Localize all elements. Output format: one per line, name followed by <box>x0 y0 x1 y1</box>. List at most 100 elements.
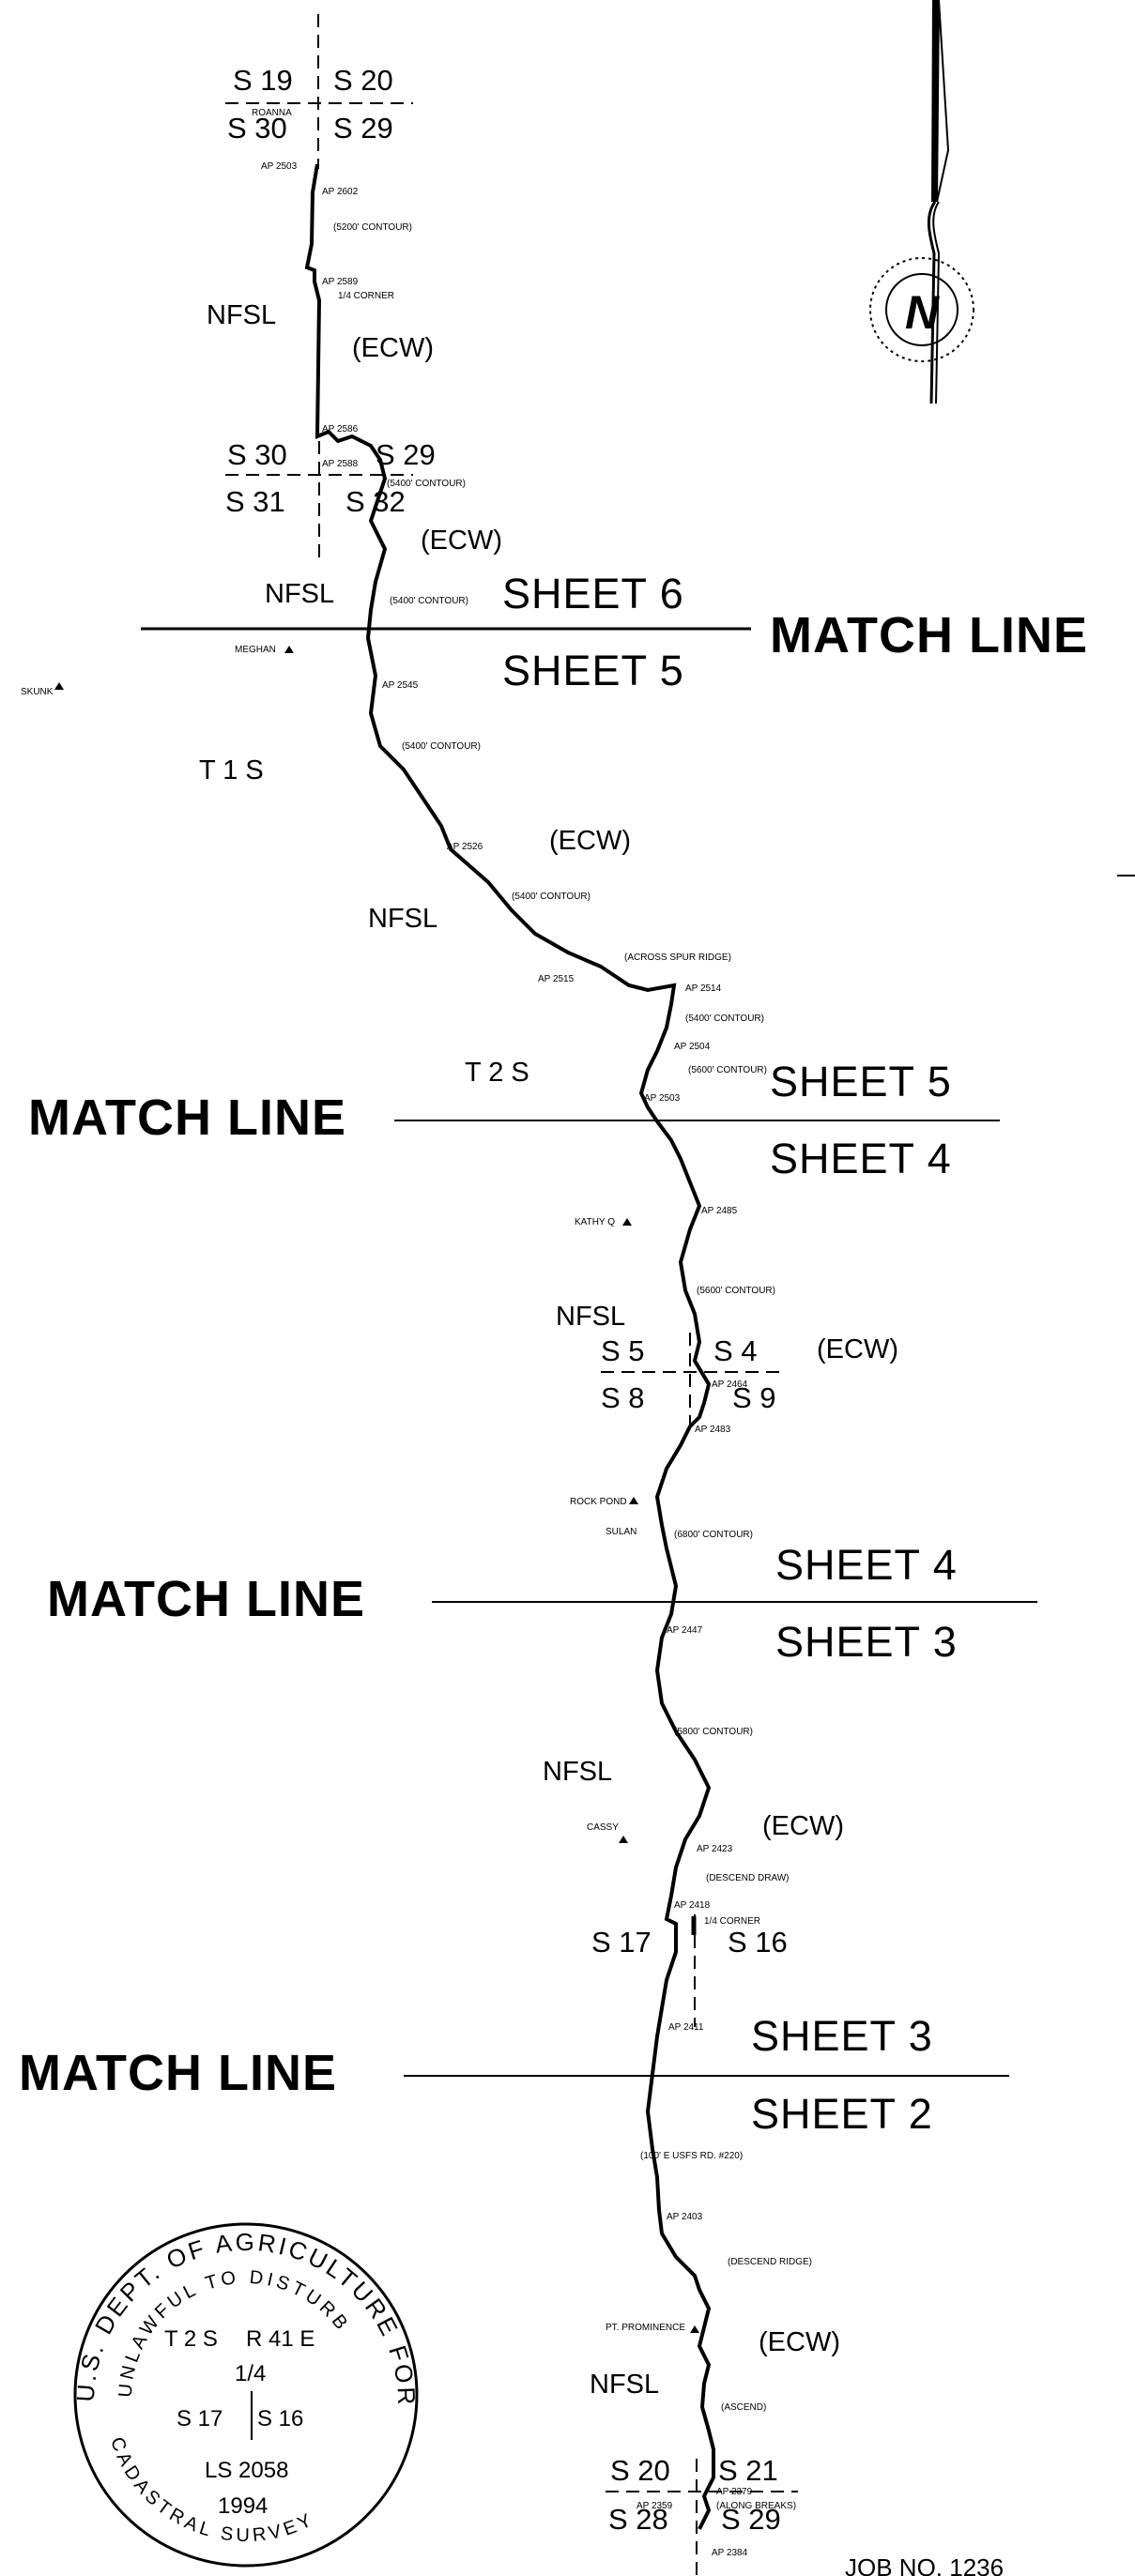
section-label: S 5 <box>601 1334 645 1367</box>
section-label: S 19 <box>233 64 293 97</box>
annotation: (ASCEND) <box>721 2402 766 2413</box>
nfsl-label: NFSL <box>543 1757 612 1787</box>
sheet-4-label-b: SHEET 4 <box>775 1541 958 1589</box>
landmark-skunk: SKUNK <box>21 687 54 697</box>
annotation: (5200' CONTOUR) <box>333 222 412 233</box>
annotation: (5400' CONTOUR) <box>685 1014 764 1024</box>
angle-point-labels: AP 2503 AP 2602 AP 2589 AP 2586 AP 2588 … <box>261 161 753 2558</box>
section-label: S 21 <box>718 2454 778 2487</box>
section-label: S 29 <box>376 438 436 471</box>
angle-point: AP 2483 <box>695 1425 731 1435</box>
angle-point: AP 2418 <box>674 1900 711 1911</box>
ecw-label: (ECW) <box>549 826 631 856</box>
section-label: S 4 <box>713 1334 758 1367</box>
section-label: S 30 <box>227 438 287 471</box>
section-label: S 31 <box>225 485 285 518</box>
seal-s16: S 16 <box>257 2406 303 2431</box>
angle-point: AP 2514 <box>685 983 722 994</box>
sheet-3-label-a: SHEET 3 <box>775 1618 958 1666</box>
seal-range: R 41 E <box>246 2326 314 2352</box>
angle-point: AP 2384 <box>712 2548 748 2558</box>
angle-point: AP 2379 <box>716 2487 753 2497</box>
ecw-label: (ECW) <box>352 333 434 363</box>
area-labels: NFSL NFSL NFSL NFSL NFSL NFSL (ECW) (ECW… <box>199 300 898 2400</box>
annotation: (5600' CONTOUR) <box>697 1286 775 1296</box>
sheet-5-label-a: SHEET 5 <box>502 647 684 694</box>
sheet-2-label: SHEET 2 <box>751 2090 933 2138</box>
angle-point: AP 2589 <box>322 277 359 287</box>
angle-point: AP 2359 <box>637 2501 673 2511</box>
angle-point: AP 2504 <box>674 1042 711 1052</box>
section-label: S 16 <box>728 1926 788 1959</box>
section-labels-mid3: S 17 S 16 <box>591 1926 788 1959</box>
annotation: (5400' CONTOUR) <box>402 741 481 752</box>
township-label: T 1 S <box>199 755 264 785</box>
annotation: (ALONG BREAKS) <box>716 2501 796 2511</box>
seal-township: T 2 S <box>164 2326 218 2352</box>
angle-point: AP 2503 <box>644 1093 681 1104</box>
section-lines <box>225 14 798 2576</box>
section-label: S 29 <box>721 2503 781 2536</box>
angle-point: AP 2602 <box>322 187 359 197</box>
landmark-kathy: KATHY Q <box>575 1217 615 1227</box>
match-line-label-3: MATCH LINE <box>47 1571 365 1627</box>
match-line-label-1: MATCH LINE <box>770 607 1088 663</box>
angle-point: AP 2588 <box>322 459 359 469</box>
angle-point: AP 2586 <box>322 424 359 434</box>
angle-point: AP 2423 <box>697 1844 733 1854</box>
annotation: (5400' CONTOUR) <box>387 479 466 489</box>
annotation: (6800' CONTOUR) <box>674 1530 753 1540</box>
roanna-label: ROANNA <box>252 108 292 118</box>
landmark-markers <box>54 646 699 2333</box>
nfsl-label: NFSL <box>207 300 276 330</box>
section-label: S 20 <box>610 2454 670 2487</box>
landmark-meghan: MEGHAN <box>235 645 276 655</box>
nfsl-label: NFSL <box>265 579 334 609</box>
annotation: (5400' CONTOUR) <box>390 596 468 606</box>
seal-s17: S 17 <box>176 2406 222 2431</box>
landmark-sulan: SULAN <box>606 1527 637 1537</box>
landmark-labels: MEGHAN SKUNK KATHY Q ROCK POND SULAN CAS… <box>21 291 760 2333</box>
quarter-corner-label: 1/4 CORNER <box>704 1916 760 1927</box>
landmark-cassy: CASSY <box>587 1822 619 1833</box>
annotation: (100' E USFS RD. #220) <box>640 2151 743 2161</box>
annotation: (DESCEND RIDGE) <box>728 2257 812 2267</box>
sheet-6-label: SHEET 6 <box>502 570 684 617</box>
annotation: (5400' CONTOUR) <box>512 892 591 902</box>
angle-point: AP 2447 <box>667 1625 703 1636</box>
ecw-label: (ECW) <box>759 2327 840 2357</box>
angle-point: AP 2515 <box>538 974 575 984</box>
ecw-label: (ECW) <box>762 1811 844 1841</box>
section-label: S 28 <box>608 2503 668 2536</box>
quarter-corner-label: 1/4 CORNER <box>338 291 394 301</box>
section-labels-bottom: S 20 S 21 S 28 S 29 <box>608 2454 781 2536</box>
angle-point: AP 2485 <box>701 1206 738 1216</box>
seal-quarter: 1/4 <box>235 2361 266 2386</box>
angle-point: AP 2403 <box>667 2212 703 2222</box>
sheet-3-label-b: SHEET 3 <box>751 2012 933 2060</box>
compass-rose: N <box>869 257 974 362</box>
landmark-rock-pond: ROCK POND <box>570 1497 627 1507</box>
annotation: (ACROSS SPUR RIDGE) <box>624 953 731 963</box>
section-label: S 20 <box>333 64 393 97</box>
job-number: JOB NO. 1236 <box>845 2553 1004 2576</box>
section-labels-top: S 19 S 20 S 30 S 29 ROANNA <box>227 64 393 145</box>
seal-ls: LS 2058 <box>205 2458 288 2483</box>
annotation: (5600' CONTOUR) <box>688 1065 767 1075</box>
section-label: S 30 <box>227 112 287 145</box>
survey-seal: U.S. DEPT. OF AGRICULTURE FOREST SERVICE… <box>0 0 419 2568</box>
nfsl-label: NFSL <box>590 2370 659 2400</box>
township-label: T 2 S <box>465 1058 529 1088</box>
nfsl-label: NFSL <box>368 904 437 934</box>
section-labels-mid2: S 5 S 4 S 8 S 9 <box>601 1334 776 1414</box>
north-arrow-letter: N <box>905 286 940 339</box>
seal-cadastral-text: CADASTRAL SURVEY <box>106 2434 318 2546</box>
angle-point: AP 2526 <box>447 842 483 852</box>
sheet-5-label-b: SHEET 5 <box>770 1058 952 1105</box>
match-line-label-4: MATCH LINE <box>19 2045 337 2101</box>
seal-year: 1994 <box>218 2493 268 2519</box>
nfsl-label: NFSL <box>556 1302 625 1332</box>
route-annotations: (5200' CONTOUR) (5400' CONTOUR) (5400' C… <box>333 222 812 2511</box>
annotation: (DESCEND DRAW) <box>706 1873 790 1883</box>
sheet-4-label-a: SHEET 4 <box>770 1135 952 1182</box>
